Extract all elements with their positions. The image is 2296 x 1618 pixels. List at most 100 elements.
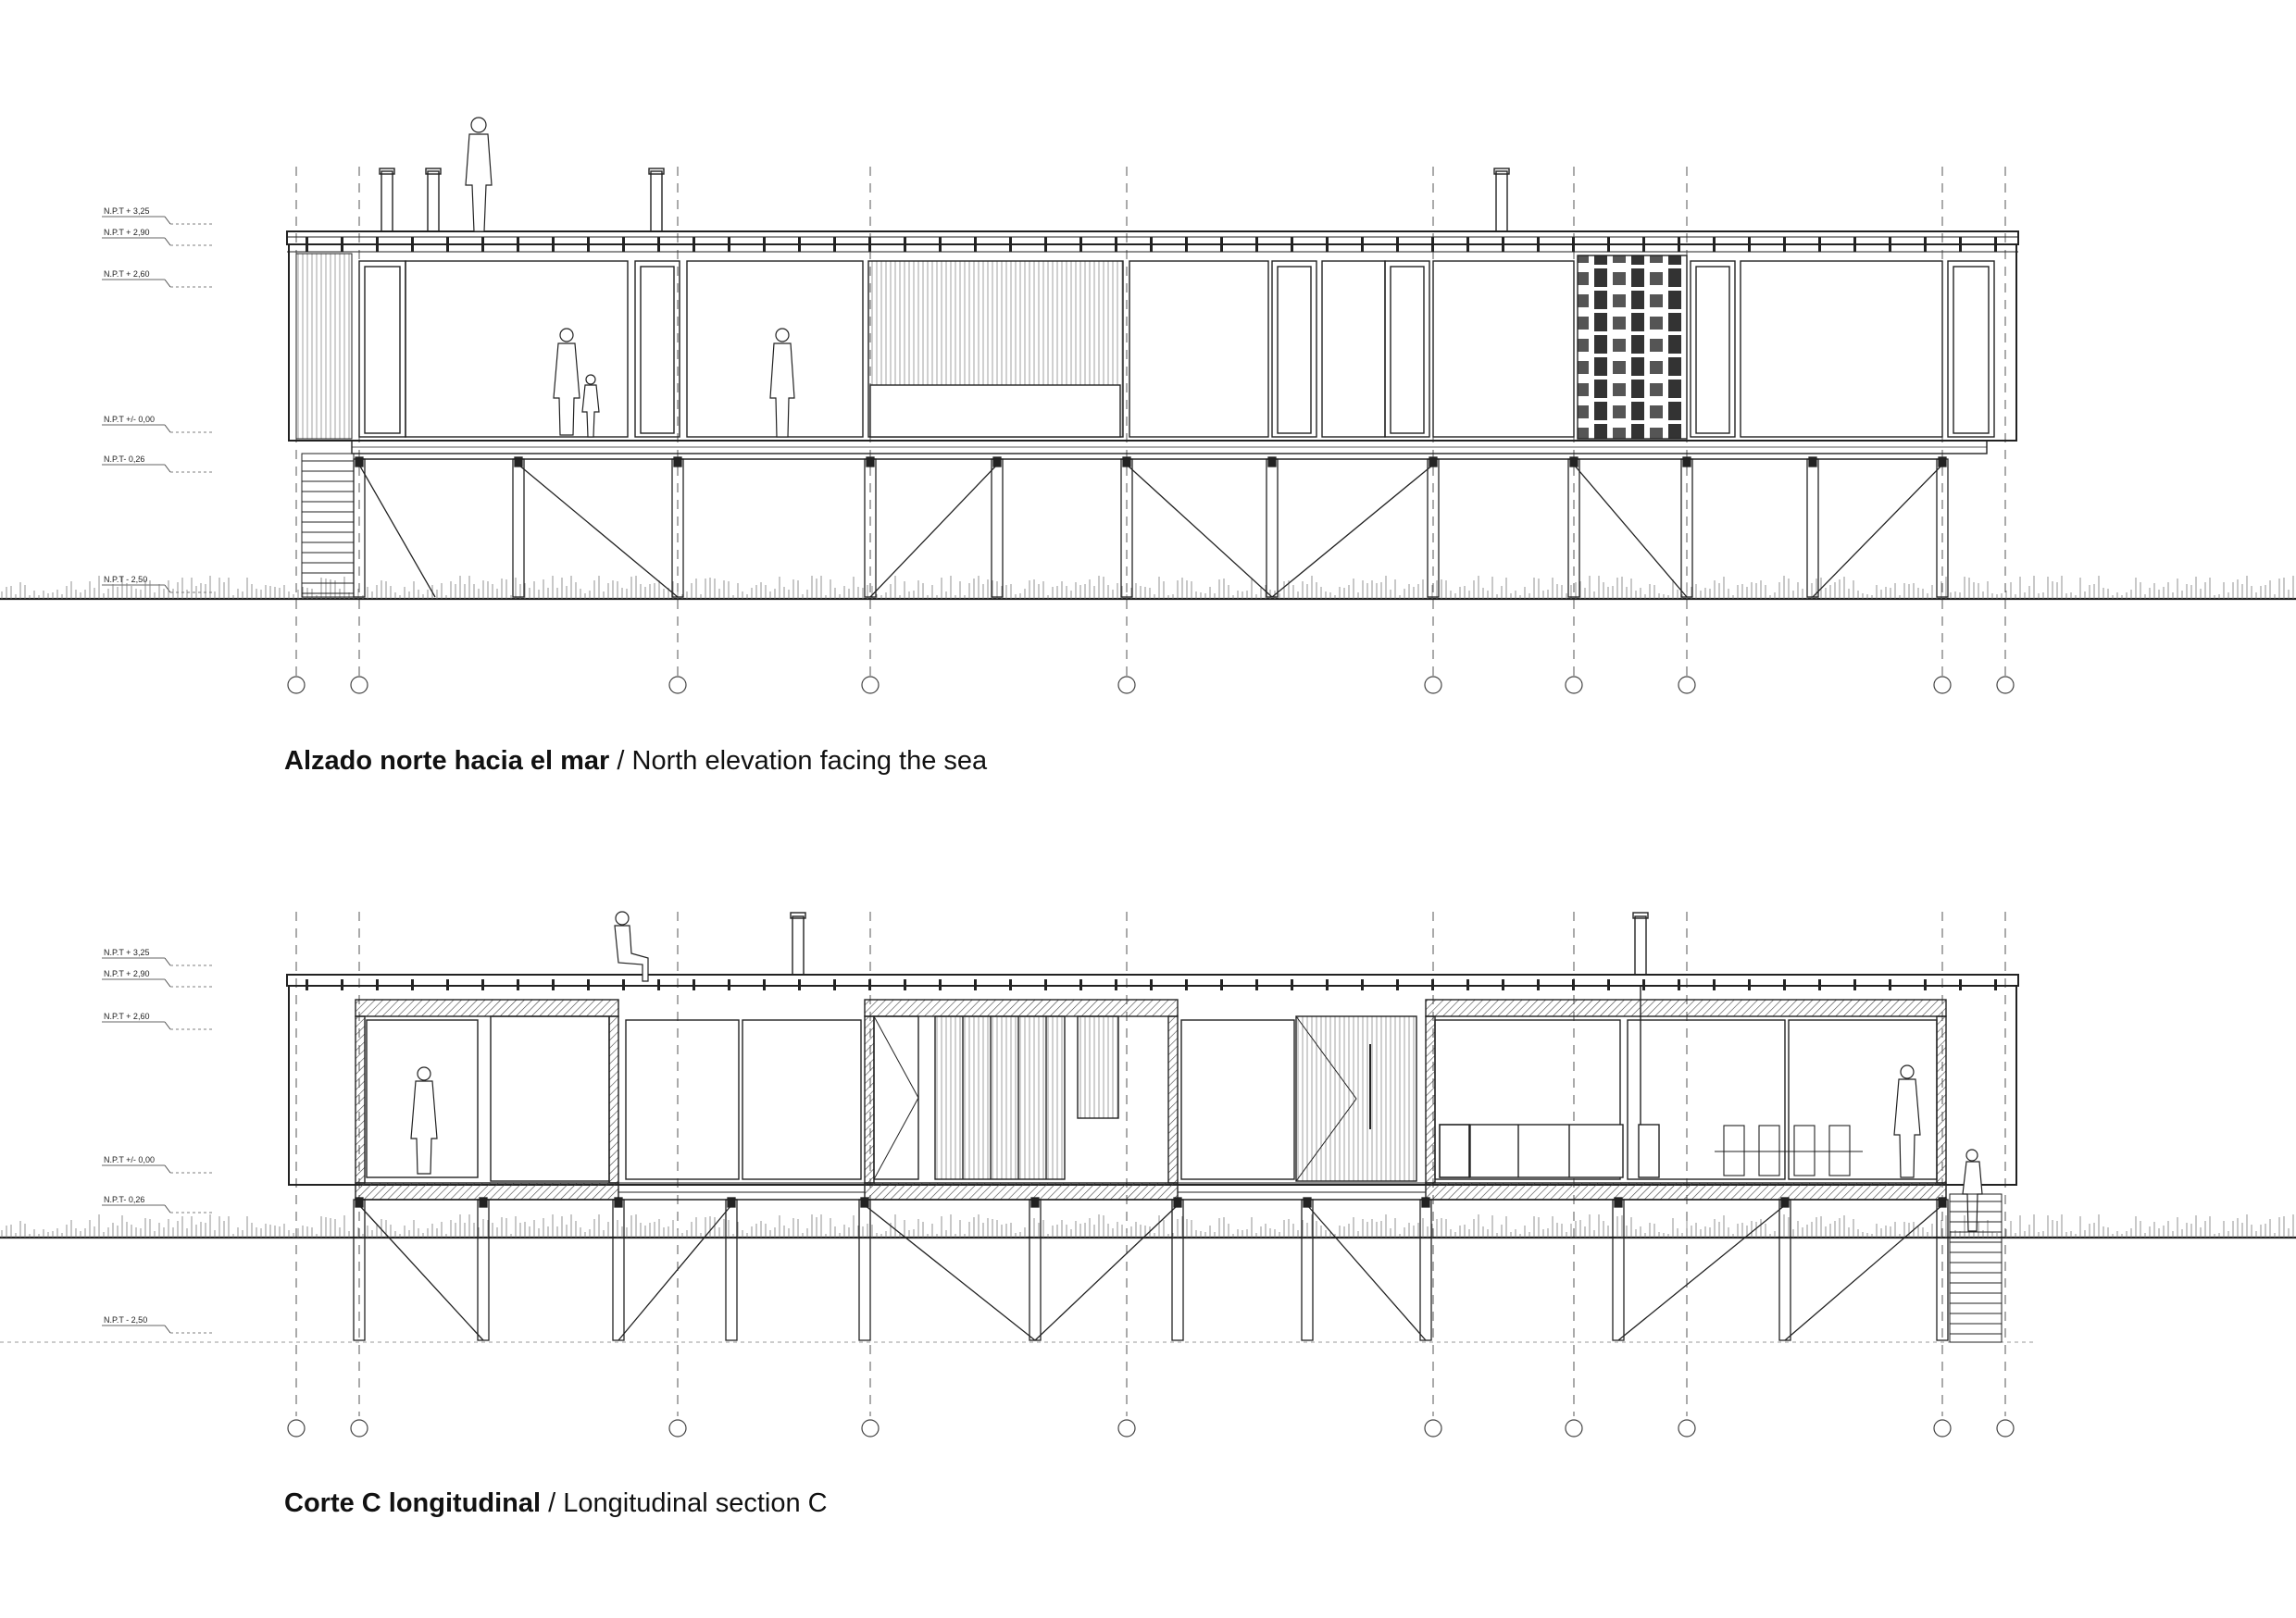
stilt-cap (1938, 456, 1947, 467)
ground-line (0, 576, 2296, 601)
grid-bubble (1933, 676, 1952, 694)
level-tick (164, 424, 171, 433)
level-marks: N.P.T + 3,25N.P.T + 2,90N.P.T + 2,60N.P.… (102, 206, 215, 593)
caption-longitudinal-section: Corte C longitudinal / Longitudinal sect… (284, 1488, 828, 1519)
stilt-cap (1808, 456, 1817, 467)
level-label: N.P.T- 0,26 (104, 454, 144, 464)
stilt-post (1806, 458, 1819, 598)
stilt-cap (1429, 456, 1438, 467)
north-elevation-drawing: N.P.T + 3,25N.P.T + 2,90N.P.T + 2,60N.P.… (0, 117, 2296, 694)
dining-chairs (1715, 1125, 1863, 1176)
stilt-cap (727, 1197, 736, 1208)
grid-bubble (287, 1419, 306, 1438)
grid-axes (295, 912, 2006, 1416)
caption-title-en: North elevation facing the sea (631, 746, 988, 776)
level-tick (164, 237, 171, 246)
level-marks: N.P.T + 3,25N.P.T + 2,90N.P.T + 2,60N.P.… (102, 948, 215, 1334)
level-label: N.P.T- 0,26 (104, 1195, 144, 1204)
stilt-cap (992, 456, 1002, 467)
stilt-post (1301, 1199, 1314, 1341)
stilt-post (1936, 458, 1949, 598)
stilt-cap (1938, 1197, 1947, 1208)
grid-bubble (861, 676, 880, 694)
stilt-structure (353, 456, 1949, 598)
diagonal-brace (1034, 1204, 1179, 1341)
grid-bubble (668, 676, 687, 694)
roof (286, 230, 2019, 253)
stilt-cap (1173, 1197, 1182, 1208)
stilt-post (864, 458, 877, 598)
level-label: N.P.T - 2,50 (104, 1315, 147, 1325)
grid-bubble (1996, 676, 2015, 694)
diagonal-brace (1306, 1204, 1427, 1341)
grid-bubble (1996, 1419, 2015, 1438)
stilt-cap (1421, 1197, 1430, 1208)
diagonal-brace (618, 1204, 732, 1341)
diagonal-brace (358, 1204, 484, 1341)
grid-bubbles (287, 676, 2015, 694)
stilt-post (612, 1199, 625, 1341)
level-label: N.P.T + 2,90 (104, 969, 149, 978)
stilt-cap (355, 456, 364, 467)
stilt-cap (1030, 1197, 1040, 1208)
grid-bubble (861, 1419, 880, 1438)
stilt-post (858, 1199, 871, 1341)
caption-title-en: Longitudinal section C (563, 1488, 828, 1518)
human-figure-rooftop-seated (614, 911, 649, 982)
stilt-post (1266, 458, 1279, 598)
access-stair (1949, 1193, 2003, 1343)
level-label: N.P.T +/- 0,00 (104, 415, 155, 424)
stilt-post (353, 458, 366, 598)
grid-bubble (1565, 1419, 1583, 1438)
level-tick (164, 1204, 171, 1214)
level-tick (164, 978, 171, 988)
diagonal-brace (1812, 464, 1943, 598)
grid-bubbles (287, 1419, 2015, 1438)
level-tick (164, 957, 171, 966)
grid-bubble (1424, 1419, 1442, 1438)
caption-separator: / (609, 746, 632, 776)
level-tick (164, 1325, 171, 1334)
access-stair (301, 453, 355, 598)
stilt-post (1427, 458, 1440, 598)
stilt-cap (866, 456, 875, 467)
diagonal-brace (869, 464, 998, 598)
diagonal-brace (358, 464, 436, 598)
grid-bubble (350, 676, 368, 694)
grid-bubble (350, 1419, 368, 1438)
stilt-post (1120, 458, 1133, 598)
diagonal-brace (1784, 1204, 1943, 1341)
house-facade (288, 243, 2017, 454)
stilt-cap (514, 456, 523, 467)
level-tick (164, 464, 171, 473)
level-label: N.P.T + 3,25 (104, 206, 149, 216)
level-label: N.P.T + 3,25 (104, 948, 149, 957)
grid-bubble (1565, 676, 1583, 694)
stilt-cap (860, 1197, 869, 1208)
level-label: N.P.T +/- 0,00 (104, 1155, 155, 1164)
human-figures-interior (410, 1064, 1983, 1232)
stilt-post (1680, 458, 1693, 598)
stilt-cap (1267, 456, 1277, 467)
level-tick (164, 1164, 171, 1174)
caption-north-elevation: Alzado norte hacia el mar / North elevat… (284, 746, 987, 777)
level-label: N.P.T + 2,60 (104, 1012, 149, 1021)
level-tick (164, 279, 171, 288)
diagonal-brace (1617, 1204, 1786, 1341)
grid-bubble (1424, 676, 1442, 694)
stilt-post (512, 458, 525, 598)
level-tick (164, 584, 171, 593)
stilt-cap (673, 456, 682, 467)
caption-title-es: Corte C longitudinal (284, 1488, 542, 1518)
stilt-cap (355, 1197, 364, 1208)
stilt-cap (1780, 1197, 1790, 1208)
grid-bubble (1117, 676, 1136, 694)
stilt-cap (479, 1197, 488, 1208)
chimney-flues (379, 168, 1510, 232)
stilt-cap (1122, 456, 1131, 467)
caption-separator: / (541, 1488, 564, 1518)
diagonal-brace (864, 1204, 1036, 1341)
stilt-cap (1569, 456, 1578, 467)
diagonal-brace (1573, 464, 1688, 598)
